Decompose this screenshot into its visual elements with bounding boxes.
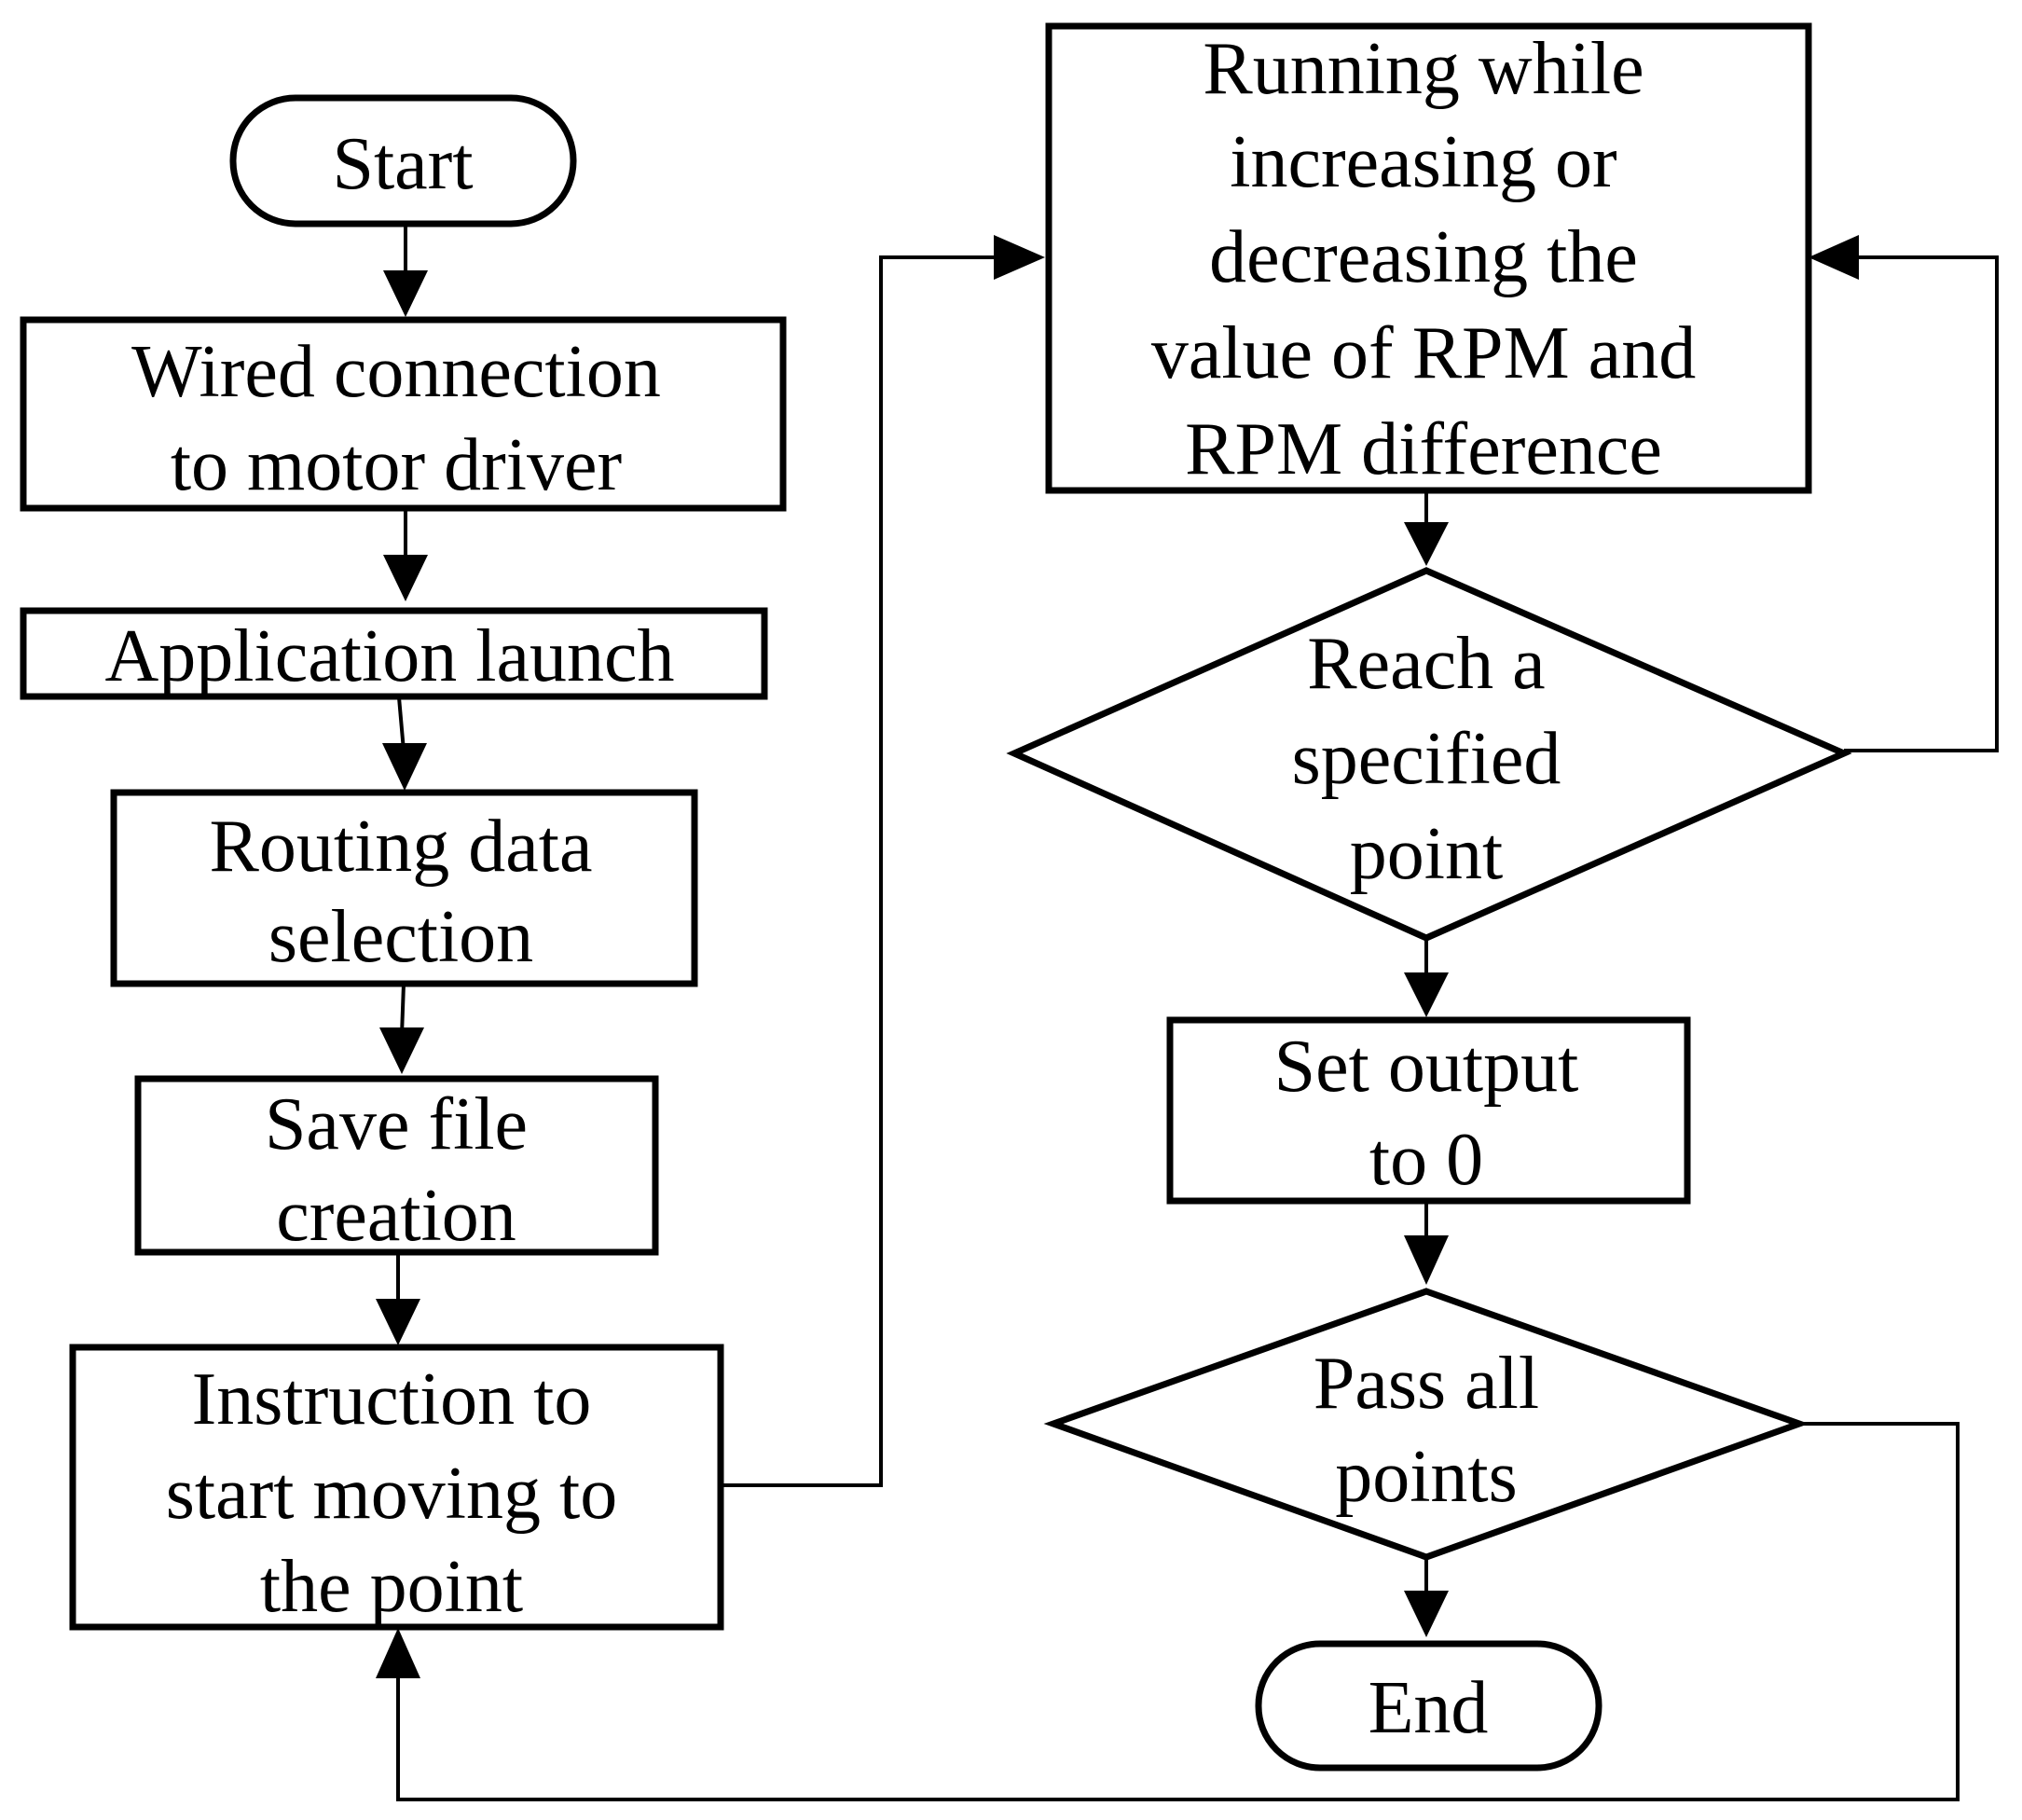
instruction-box: Instruction to start moving to the point <box>69 1344 724 1631</box>
save-file-creation-box: Save file creation <box>134 1075 659 1257</box>
running-label-line2: increasing or <box>1230 121 1616 203</box>
setout-label-line1: Set output <box>1274 1026 1579 1108</box>
reach-label-line1: Reach a <box>1307 623 1545 705</box>
arrow-pass-loop-to-instruction <box>396 1422 1960 1801</box>
connectors <box>376 224 1999 1801</box>
arrowhead-reach <box>1404 522 1449 566</box>
setout-label-line2: to 0 <box>1369 1119 1483 1201</box>
arrow-launch-to-routing <box>397 696 406 751</box>
arrowhead-wired <box>383 270 428 317</box>
launch-label: Application launch <box>105 615 675 697</box>
wired-label-line2: to motor driver <box>171 424 622 506</box>
application-launch-box: Application launch <box>20 607 768 700</box>
arrowhead-end <box>1404 1591 1449 1637</box>
arrowhead-setout <box>1404 972 1449 1017</box>
start-terminal: Start <box>229 94 577 228</box>
instruction-label-line2: start moving to <box>166 1453 617 1535</box>
arrowhead-routing <box>382 743 427 791</box>
wired-label-line1: Wired connection <box>131 331 661 413</box>
running-label-line3: decreasing the <box>1209 216 1638 298</box>
running-label-line5: RPM difference <box>1185 408 1662 490</box>
start-label: Start <box>332 123 473 205</box>
instruction-label-line1: Instruction to <box>192 1358 592 1441</box>
routing-data-selection-box: Routing data selection <box>110 789 698 987</box>
reach-point-decision: Reach a specified point <box>1006 567 1852 942</box>
arrow-instruction-to-running <box>721 255 1002 1487</box>
running-box: Running while increasing or decreasing t… <box>1045 22 1812 494</box>
wired-connection-box: Wired connection to motor driver <box>20 316 787 512</box>
pass-label-line1: Pass all <box>1314 1343 1539 1425</box>
instruction-label-line3: the point <box>260 1546 523 1628</box>
save-label-line1: Save file <box>265 1083 528 1165</box>
arrowhead-running-left <box>994 235 1045 280</box>
set-output-box: Set output to 0 <box>1166 1016 1691 1205</box>
arrow-reach-loop-to-running <box>1844 255 1999 752</box>
reach-label-line2: specified <box>1292 718 1561 800</box>
arrowhead-instruction-bottom <box>376 1628 420 1678</box>
arrowhead-running-right <box>1809 235 1859 280</box>
end-label: End <box>1369 1667 1489 1749</box>
arrowhead-save <box>379 1027 424 1074</box>
running-label-line4: value of RPM and <box>1151 312 1696 394</box>
running-label-line1: Running while <box>1203 28 1644 110</box>
arrowhead-instruction <box>376 1299 420 1345</box>
arrow-routing-to-save <box>400 983 406 1036</box>
pass-label-line2: points <box>1335 1436 1518 1518</box>
routing-label-line2: selection <box>268 896 533 978</box>
end-terminal: End <box>1255 1640 1602 1772</box>
pass-all-points-decision: Pass all points <box>1043 1288 1809 1561</box>
routing-label-line1: Routing data <box>209 806 592 888</box>
arrowhead-pass <box>1404 1235 1449 1285</box>
reach-label-line3: point <box>1350 813 1503 895</box>
arrowhead-launch <box>383 555 428 601</box>
save-label-line2: creation <box>276 1175 516 1257</box>
